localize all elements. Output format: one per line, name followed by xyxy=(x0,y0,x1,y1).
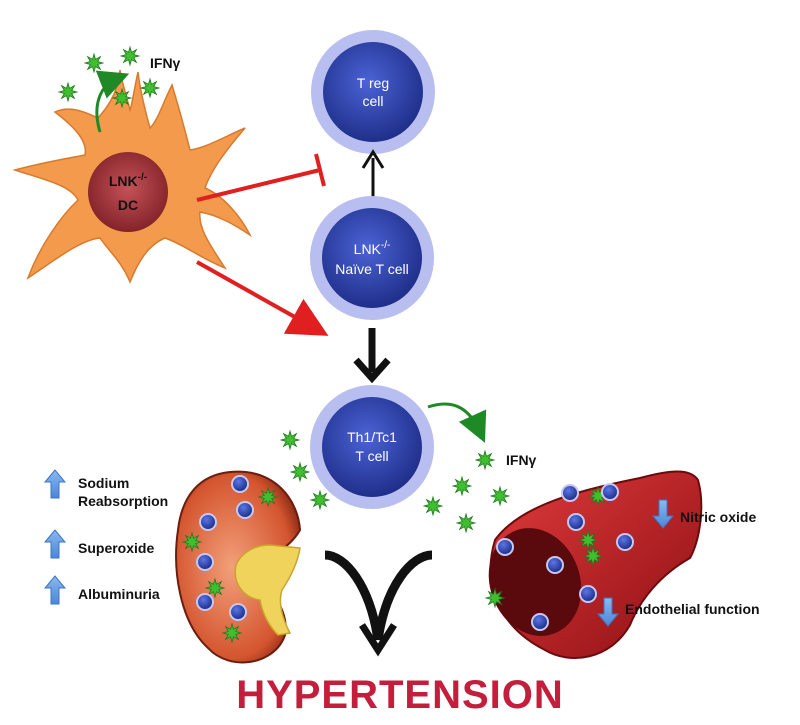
ifn-gamma-molecule xyxy=(582,545,604,567)
effect-label: Superoxide xyxy=(78,540,154,556)
outcome-title: HYPERTENSION xyxy=(236,673,564,717)
infiltrating-t-cell xyxy=(601,483,619,501)
infiltrating-t-cell xyxy=(616,533,634,551)
inhibition-arrow xyxy=(196,153,326,202)
ifn-gamma-molecule xyxy=(489,485,511,507)
ifn-gamma-molecule xyxy=(83,52,105,74)
ifn-gamma-molecule xyxy=(204,577,226,599)
infiltrating-t-cell xyxy=(567,513,585,531)
ifn-gamma-molecule xyxy=(257,486,279,508)
ifn-gamma-molecule xyxy=(119,45,141,67)
ifn-gamma-molecule xyxy=(181,531,203,553)
treg-cell: T reg cell xyxy=(311,30,435,154)
infiltrating-t-cell xyxy=(531,613,549,631)
vessel-lumen xyxy=(488,528,582,636)
ifn-gamma-molecule xyxy=(289,461,311,483)
ifn-gamma-molecule xyxy=(474,449,496,471)
naive-t-cell: LNK-/- Naïve T cell xyxy=(310,196,434,320)
infiltrating-t-cell xyxy=(236,501,254,519)
effector-label-line2: T cell xyxy=(355,448,388,464)
effector-ifn-label: IFNγ xyxy=(506,452,537,468)
infiltrating-t-cell xyxy=(561,484,579,502)
ifn-gamma-molecule xyxy=(455,512,477,534)
converging-arrow xyxy=(324,550,433,657)
ifn-gamma-molecule xyxy=(221,622,243,644)
treg-label-line2: cell xyxy=(362,93,383,109)
ifn-gamma-molecule xyxy=(279,429,301,451)
infiltrating-t-cell xyxy=(196,593,214,611)
infiltrating-t-cell xyxy=(496,538,514,556)
cytokine-group xyxy=(57,45,609,644)
effect-label: Nitric oxide xyxy=(680,509,756,525)
blood-vessel xyxy=(488,470,703,659)
effector-label-line1: Th1/Tc1 xyxy=(347,429,397,445)
effect-label: Albuminuria xyxy=(78,586,160,602)
dc-label-dc: DC xyxy=(118,197,138,213)
effector-t-cell: Th1/Tc1 T cell xyxy=(310,385,434,509)
ifn-gamma-molecule xyxy=(484,587,506,609)
dc-ifn-secretion-arrow xyxy=(95,70,130,133)
dc-label-lnk: LNK xyxy=(109,173,138,189)
ifn-gamma-molecule xyxy=(309,489,331,511)
effect-label: Reabsorption xyxy=(78,493,168,509)
increase-arrow-icon xyxy=(43,469,67,499)
svg-text:LNK-/-: LNK-/- xyxy=(109,172,147,189)
dc-label-sup: -/- xyxy=(138,172,147,183)
treg-label-line1: T reg xyxy=(357,75,389,91)
infiltrating-t-cell xyxy=(546,556,564,574)
increase-arrow-icon xyxy=(43,529,67,559)
dendritic-cell: LNK-/- DC IFNγ xyxy=(12,55,252,285)
infiltrating-t-cells xyxy=(196,475,634,631)
activation-arrow xyxy=(196,260,329,336)
naive-label-line2: Naïve T cell xyxy=(335,261,408,277)
increase-arrow-icon xyxy=(43,575,67,605)
ifn-gamma-molecule xyxy=(139,77,161,99)
svg-text:LNK-/-: LNK-/- xyxy=(354,240,391,257)
infiltrating-t-cell xyxy=(231,475,249,493)
naive-to-treg-arrow xyxy=(361,149,385,198)
ifn-gamma-molecule xyxy=(422,495,444,517)
effect-label: Sodium xyxy=(78,475,129,491)
effector-ifn-arrow xyxy=(427,402,487,443)
decrease-arrow-icon xyxy=(651,499,675,529)
infiltrating-t-cell xyxy=(199,513,217,531)
naive-label-sup: -/- xyxy=(381,240,390,251)
naive-label-lnk: LNK xyxy=(354,241,382,257)
naive-to-effector-arrow xyxy=(353,328,391,384)
ifn-gamma-molecule xyxy=(577,529,599,551)
ifn-gamma-molecule xyxy=(111,87,133,109)
dendritic-cell-nucleus xyxy=(88,152,168,232)
ifn-gamma-molecule xyxy=(57,81,79,103)
infiltrating-t-cell xyxy=(229,603,247,621)
infiltrating-t-cell xyxy=(579,585,597,603)
dc-ifn-label: IFNγ xyxy=(150,55,181,71)
kidney-pelvis xyxy=(234,544,301,636)
effect-label: Endothelial function xyxy=(625,601,760,617)
ifn-gamma-molecule xyxy=(451,475,473,497)
decrease-arrow-icon xyxy=(596,597,620,627)
infiltrating-t-cell xyxy=(196,553,214,571)
